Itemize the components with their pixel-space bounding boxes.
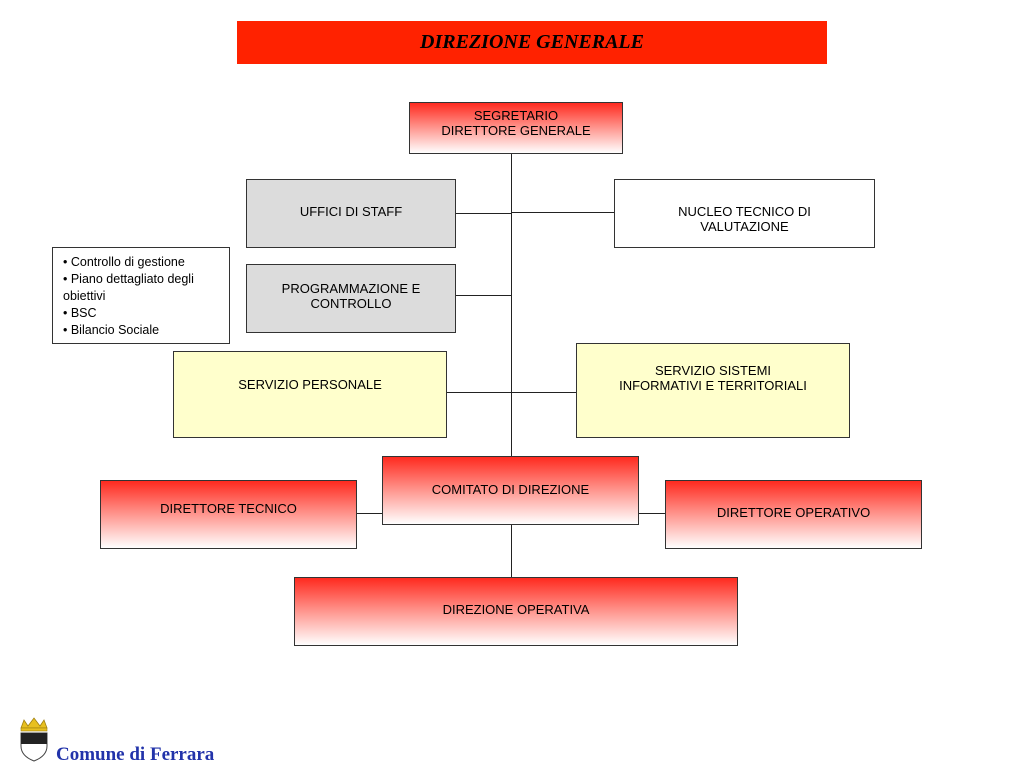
programmazione-label: PROGRAMMAZIONE E CONTROLLO — [281, 281, 421, 311]
programmazione-box: PROGRAMMAZIONE E CONTROLLO — [246, 264, 456, 333]
direttore-tecnico-box: DIRETTORE TECNICO — [100, 480, 357, 549]
connector-direzione-operativa — [511, 524, 512, 578]
nucleo-tecnico-box: NUCLEO TECNICO DI VALUTAZIONE — [614, 179, 875, 248]
connector-nucleo — [511, 212, 614, 213]
comitato-label: COMITATO DI DIREZIONE — [431, 482, 590, 497]
uffici-staff-label: UFFICI DI STAFF — [299, 204, 403, 219]
servizio-sistemi-label: SERVIZIO SISTEMI INFORMATIVI E TERRITORI… — [619, 363, 807, 393]
footer: Comune di Ferrara — [18, 716, 214, 767]
title-bar: DIREZIONE GENERALE — [237, 21, 827, 64]
direttore-operativo-label: DIRETTORE OPERATIVO — [716, 505, 871, 520]
connector-servizio-personale — [446, 392, 512, 393]
connector-direttore-tecnico — [356, 513, 383, 514]
ferrara-coat-of-arms-icon — [18, 716, 50, 767]
connector-direttore-operativo — [638, 513, 665, 514]
connector-programmazione — [455, 295, 512, 296]
segretario-box: SEGRETARIO DIRETTORE GENERALE — [409, 102, 623, 154]
servizio-personale-label: SERVIZIO PERSONALE — [238, 377, 382, 392]
connector-main-vertical — [511, 153, 512, 456]
notes-item: • Controllo di gestione — [63, 255, 185, 269]
notes-item: • Piano dettagliato degli obiettivi — [63, 272, 194, 303]
page-title: DIREZIONE GENERALE — [420, 31, 644, 53]
uffici-staff-box: UFFICI DI STAFF — [246, 179, 456, 248]
notes-item: • BSC — [63, 306, 97, 320]
direttore-tecnico-label: DIRETTORE TECNICO — [160, 501, 297, 516]
direzione-operativa-label: DIREZIONE OPERATIVA — [442, 602, 590, 617]
nucleo-tecnico-label: NUCLEO TECNICO DI VALUTAZIONE — [678, 204, 811, 234]
comitato-box: COMITATO DI DIREZIONE — [382, 456, 639, 525]
segretario-label: SEGRETARIO DIRETTORE GENERALE — [441, 108, 591, 138]
notes-box: • Controllo di gestione • Piano dettagli… — [52, 247, 230, 344]
connector-servizio-sistemi — [511, 392, 577, 393]
footer-label: Comune di Ferrara — [56, 744, 215, 765]
servizio-sistemi-box: SERVIZIO SISTEMI INFORMATIVI E TERRITORI… — [576, 343, 850, 438]
servizio-personale-box: SERVIZIO PERSONALE — [173, 351, 447, 438]
direttore-operativo-box: DIRETTORE OPERATIVO — [665, 480, 922, 549]
connector-staff — [455, 213, 512, 214]
direzione-operativa-box: DIREZIONE OPERATIVA — [294, 577, 738, 646]
notes-item: • Bilancio Sociale — [63, 323, 160, 337]
